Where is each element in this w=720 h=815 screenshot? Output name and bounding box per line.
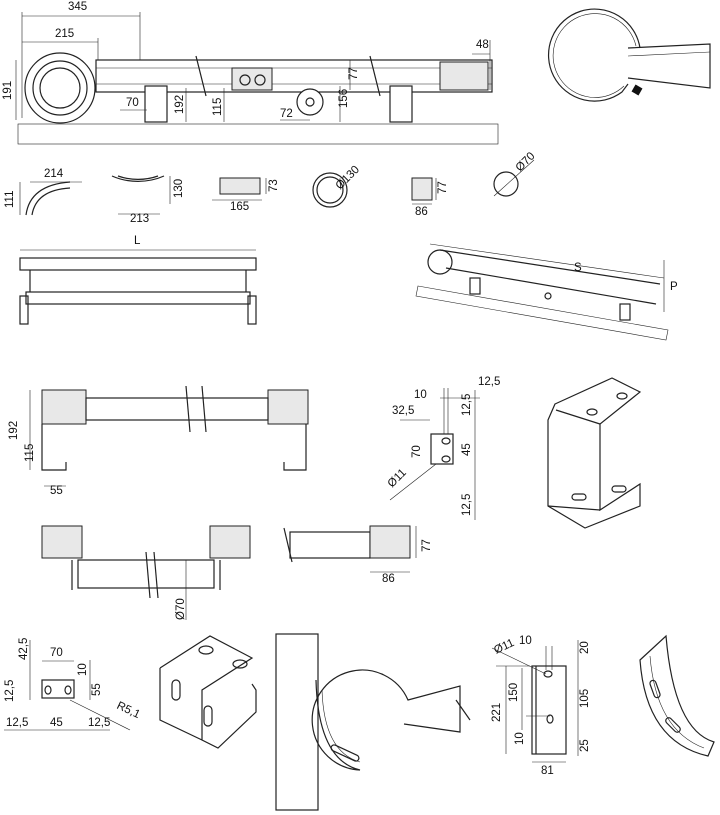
dim-label: 20 xyxy=(579,641,591,654)
dim-label: Ø70 xyxy=(514,150,538,174)
dim-label: 70 xyxy=(50,647,63,659)
overview-view xyxy=(15,12,499,145)
wall-bracket-drawing xyxy=(491,640,579,763)
dim-label: 48 xyxy=(476,39,489,51)
dim-label: 12,5 xyxy=(4,680,16,702)
dim-label: Ø70 xyxy=(175,598,187,620)
dim-label: 12,5 xyxy=(461,394,473,416)
dim-label: 77 xyxy=(421,539,433,552)
dim-label: 192 xyxy=(174,95,186,114)
dim-label: 130 xyxy=(173,179,185,198)
dim-label: 86 xyxy=(382,573,395,585)
rail-body xyxy=(95,59,493,93)
dim-label: 115 xyxy=(212,98,224,116)
dim-label: 81 xyxy=(541,765,554,777)
dim-label: 165 xyxy=(230,201,249,213)
support-post xyxy=(144,85,168,123)
wall-mount-detail xyxy=(275,633,471,811)
dim-label: 45 xyxy=(461,443,473,456)
dim-label: Ø11 xyxy=(386,467,409,490)
dim-label: 115 xyxy=(24,444,36,462)
dim-label: 213 xyxy=(130,213,149,225)
dim-label: 345 xyxy=(68,1,87,13)
floor-slab xyxy=(17,123,499,145)
bracket-top-view xyxy=(41,525,251,620)
support-post xyxy=(389,85,413,123)
dim-label: 12,5 xyxy=(6,717,28,729)
radiator-head xyxy=(24,52,96,124)
u-bracket-iso xyxy=(547,377,642,529)
dim-label: 45 xyxy=(50,717,63,729)
dim-label: 70 xyxy=(411,445,423,458)
dim-label: L xyxy=(134,235,141,247)
dim-label: Ø130 xyxy=(334,164,362,192)
dim-label: 12,5 xyxy=(88,717,110,729)
profiles-row xyxy=(19,159,535,216)
dim-label: 32,5 xyxy=(392,405,414,417)
dim-label: 10 xyxy=(519,635,532,647)
dim-label: 10 xyxy=(414,389,427,401)
dim-label: 77 xyxy=(437,181,449,194)
dim-label: 70 xyxy=(126,97,139,109)
dim-label: 221 xyxy=(491,703,503,722)
dim-label: 73 xyxy=(268,179,280,192)
bracket-plate xyxy=(389,388,480,520)
dim-label: 10 xyxy=(514,732,526,745)
dim-label: P xyxy=(670,281,678,293)
dim-label: S xyxy=(574,262,582,274)
angle-bracket-iso xyxy=(159,635,257,749)
length-view-L xyxy=(19,249,257,325)
dim-label: 111 xyxy=(4,191,16,208)
dim-label: 72 xyxy=(280,108,293,120)
curved-bracket-iso xyxy=(639,634,715,757)
dim-label: 55 xyxy=(91,683,103,696)
dim-label: 10 xyxy=(77,663,89,676)
dim-label: 150 xyxy=(508,683,520,702)
dim-label: 214 xyxy=(44,168,64,180)
dim-label: 86 xyxy=(415,206,428,218)
dim-label: 105 xyxy=(579,689,591,708)
dim-label: 55 xyxy=(50,485,63,497)
dim-label: 12,5 xyxy=(478,376,500,388)
rail-end-section xyxy=(283,525,417,573)
dim-label: 77 xyxy=(348,67,360,80)
dim-label: 192 xyxy=(8,421,20,440)
dim-label: 191 xyxy=(2,81,14,100)
dim-label: R5,1 xyxy=(115,700,142,721)
dim-label: 156 xyxy=(338,89,350,108)
length-view-S xyxy=(415,243,669,341)
rail-end-detail xyxy=(547,8,711,102)
pipe xyxy=(296,88,324,116)
dim-label: 42,5 xyxy=(18,638,30,660)
section-view xyxy=(29,385,309,487)
dim-label: 215 xyxy=(55,28,74,40)
dim-label: 12,5 xyxy=(461,494,473,516)
angle-bracket-drawing xyxy=(4,640,131,731)
dim-label: 25 xyxy=(579,739,591,752)
